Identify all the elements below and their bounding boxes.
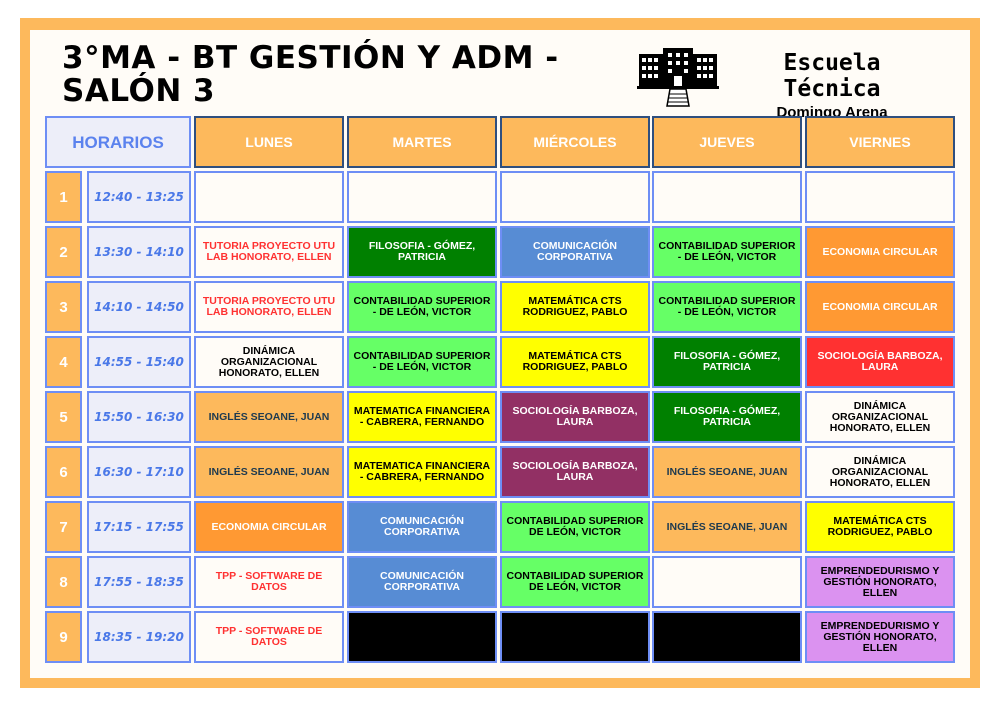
period-time: 17:55 - 18:35 — [87, 556, 191, 608]
class-cell-viernes: ECONOMIA CIRCULAR — [805, 281, 955, 333]
header-day-miercoles: MIÉRCOLES — [500, 116, 650, 168]
class-cell-miercoles — [500, 171, 650, 223]
class-cell-lunes: DINÁMICA ORGANIZACIONAL HONORATO, ELLEN — [194, 336, 344, 388]
class-cell-martes — [347, 171, 497, 223]
class-cell-jueves: CONTABILIDAD SUPERIOR - DE LEÓN, VICTOR — [652, 281, 802, 333]
class-cell-viernes — [805, 171, 955, 223]
class-cell-martes — [347, 611, 497, 663]
period-number: 1 — [45, 171, 82, 223]
period-number: 9 — [45, 611, 82, 663]
class-cell-lunes: INGLÉS SEOANE, JUAN — [194, 446, 344, 498]
period-time: 17:15 - 17:55 — [87, 501, 191, 553]
period-number: 6 — [45, 446, 82, 498]
class-cell-viernes: MATEMÁTICA CTS RODRIGUEZ, PABLO — [805, 501, 955, 553]
period-time: 15:50 - 16:30 — [87, 391, 191, 443]
header-day-martes: MARTES — [347, 116, 497, 168]
class-cell-miercoles: CONTABILIDAD SUPERIOR DE LEÓN, VICTOR — [500, 501, 650, 553]
class-cell-martes: CONTABILIDAD SUPERIOR - DE LEÓN, VICTOR — [347, 281, 497, 333]
period-number: 4 — [45, 336, 82, 388]
class-cell-viernes: DINÁMICA ORGANIZACIONAL HONORATO, ELLEN — [805, 391, 955, 443]
class-cell-lunes: TUTORIA PROYECTO UTU LAB HONORATO, ELLEN — [194, 281, 344, 333]
class-cell-jueves: FILOSOFIA - GÓMEZ, PATRICIA — [652, 391, 802, 443]
class-cell-lunes: ECONOMIA CIRCULAR — [194, 501, 344, 553]
class-cell-lunes: TPP - SOFTWARE DE DATOS — [194, 556, 344, 608]
class-cell-lunes: TPP - SOFTWARE DE DATOS — [194, 611, 344, 663]
class-cell-miercoles: COMUNICACIÓN CORPORATIVA — [500, 226, 650, 278]
period-number: 8 — [45, 556, 82, 608]
class-cell-lunes — [194, 171, 344, 223]
class-cell-martes: CONTABILIDAD SUPERIOR - DE LEÓN, VICTOR — [347, 336, 497, 388]
period-number: 2 — [45, 226, 82, 278]
period-time: 12:40 - 13:25 — [87, 171, 191, 223]
class-cell-jueves: FILOSOFIA - GÓMEZ, PATRICIA — [652, 336, 802, 388]
period-time: 13:30 - 14:10 — [87, 226, 191, 278]
school-name: Escuela Técnica — [783, 50, 881, 102]
class-cell-viernes: ECONOMIA CIRCULAR — [805, 226, 955, 278]
class-cell-jueves — [652, 556, 802, 608]
period-number: 3 — [45, 281, 82, 333]
class-cell-miercoles: MATEMÁTICA CTS RODRIGUEZ, PABLO — [500, 336, 650, 388]
class-cell-viernes: EMPRENDEDURISMO Y GESTIÓN HONORATO, ELLE… — [805, 611, 955, 663]
class-cell-martes: FILOSOFIA - GÓMEZ, PATRICIA — [347, 226, 497, 278]
class-cell-martes: COMUNICACIÓN CORPORATIVA — [347, 556, 497, 608]
class-cell-jueves: INGLÉS SEOANE, JUAN — [652, 501, 802, 553]
class-cell-martes: COMUNICACIÓN CORPORATIVA — [347, 501, 497, 553]
class-cell-miercoles: CONTABILIDAD SUPERIOR DE LEÓN, VICTOR — [500, 556, 650, 608]
period-time: 16:30 - 17:10 — [87, 446, 191, 498]
class-cell-jueves — [652, 611, 802, 663]
period-time: 14:55 - 15:40 — [87, 336, 191, 388]
class-cell-miercoles: SOCIOLOGÍA BARBOZA, LAURA — [500, 446, 650, 498]
class-cell-lunes: TUTORIA PROYECTO UTU LAB HONORATO, ELLEN — [194, 226, 344, 278]
class-cell-lunes: INGLÉS SEOANE, JUAN — [194, 391, 344, 443]
header-day-viernes: VIERNES — [805, 116, 955, 168]
page-title: 3°MA - BT GESTIÓN Y ADM - SALÓN 3 — [62, 40, 559, 109]
period-time: 18:35 - 19:20 — [87, 611, 191, 663]
school-building-icon — [637, 48, 719, 107]
period-time: 14:10 - 14:50 — [87, 281, 191, 333]
class-cell-jueves: CONTABILIDAD SUPERIOR - DE LEÓN, VICTOR — [652, 226, 802, 278]
class-cell-jueves: INGLÉS SEOANE, JUAN — [652, 446, 802, 498]
class-cell-viernes: DINÁMICA ORGANIZACIONAL HONORATO, ELLEN — [805, 446, 955, 498]
class-cell-miercoles — [500, 611, 650, 663]
class-cell-miercoles: MATEMÁTICA CTS RODRIGUEZ, PABLO — [500, 281, 650, 333]
header-day-jueves: JUEVES — [652, 116, 802, 168]
school-name-block: Escuela Técnica Domingo Arena — [732, 50, 932, 121]
class-cell-viernes: EMPRENDEDURISMO Y GESTIÓN HONORATO, ELLE… — [805, 556, 955, 608]
header-day-lunes: LUNES — [194, 116, 344, 168]
period-number: 7 — [45, 501, 82, 553]
class-cell-jueves — [652, 171, 802, 223]
class-cell-viernes: SOCIOLOGÍA BARBOZA, LAURA — [805, 336, 955, 388]
header-horarios: HORARIOS — [45, 116, 191, 168]
class-cell-martes: MATEMATICA FINANCIERA - CABRERA, FERNAND… — [347, 391, 497, 443]
class-cell-miercoles: SOCIOLOGÍA BARBOZA, LAURA — [500, 391, 650, 443]
class-cell-martes: MATEMATICA FINANCIERA - CABRERA, FERNAND… — [347, 446, 497, 498]
period-number: 5 — [45, 391, 82, 443]
